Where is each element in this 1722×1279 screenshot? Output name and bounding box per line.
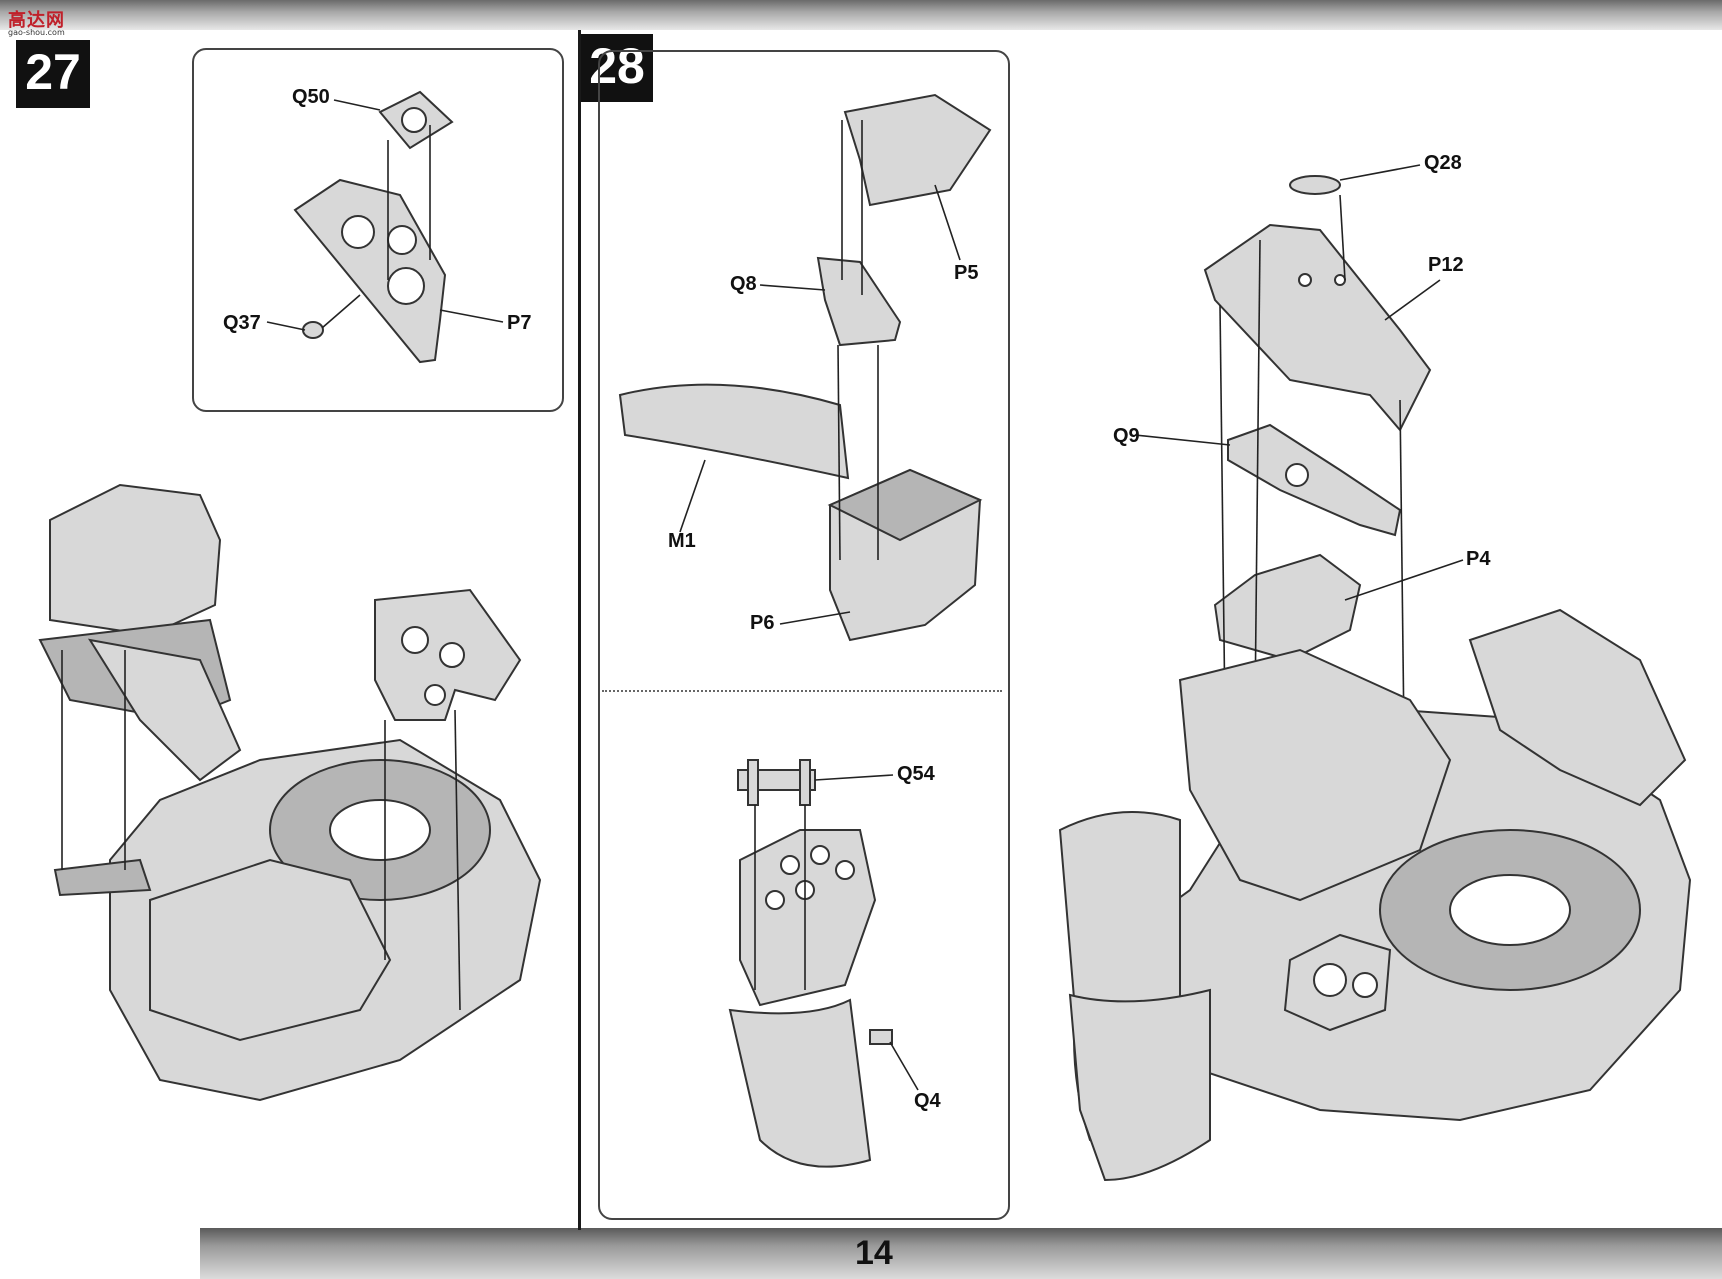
part-q37-drawing [302, 321, 324, 339]
page-number: 14 [855, 1234, 893, 1272]
step-28-dotted-separator [602, 690, 1002, 692]
step-28-panel [598, 50, 1010, 1220]
watermark-title: 高达网 [8, 10, 65, 31]
step-27-ammo-box-drawing [38, 483, 242, 782]
part-q28-drawing [1289, 175, 1341, 195]
label-p12: P12 [1428, 254, 1464, 276]
part-q4-drawing [869, 1029, 893, 1045]
label-p4: P4 [1466, 548, 1491, 570]
step-27-hull-drawing [53, 738, 542, 1102]
label-q8: Q8 [730, 273, 757, 295]
label-q9: Q9 [1113, 425, 1140, 447]
part-p6-drawing [827, 468, 983, 642]
label-q37: Q37 [223, 312, 261, 334]
part-p5-drawing [843, 93, 992, 207]
part-p12-drawing [1203, 223, 1432, 432]
watermark-logo: 高达网 gao-shou.com [8, 6, 70, 42]
label-m1: M1 [668, 530, 696, 552]
part-m1-drawing [618, 383, 850, 480]
part-q54-drawing [737, 759, 816, 806]
label-q4: Q4 [914, 1090, 941, 1112]
label-p6: P6 [750, 612, 775, 634]
label-q54: Q54 [897, 763, 935, 785]
step-27-inset-panel [192, 48, 564, 412]
step-27-badge: 27 [16, 40, 90, 108]
part-p7-drawing [293, 178, 447, 364]
part-q50-drawing [378, 90, 454, 150]
step-28-lower-ammo-box-drawing [728, 829, 877, 1168]
label-q50: Q50 [292, 86, 330, 108]
label-p7: P7 [507, 312, 532, 334]
bottom-gradient-bar [200, 1228, 1722, 1279]
top-gradient-bar [0, 0, 1722, 30]
watermark-subtitle: gao-shou.com [8, 28, 65, 37]
label-p5: P5 [954, 262, 979, 284]
part-p4-drawing [1213, 553, 1362, 662]
part-q8-drawing [816, 256, 902, 347]
step-divider [578, 30, 581, 1230]
label-q28: Q28 [1424, 152, 1462, 174]
part-q9-drawing [1227, 423, 1402, 537]
step-27-p7-plate-drawing [374, 588, 522, 721]
step-28-hull-drawing [1058, 608, 1692, 1182]
